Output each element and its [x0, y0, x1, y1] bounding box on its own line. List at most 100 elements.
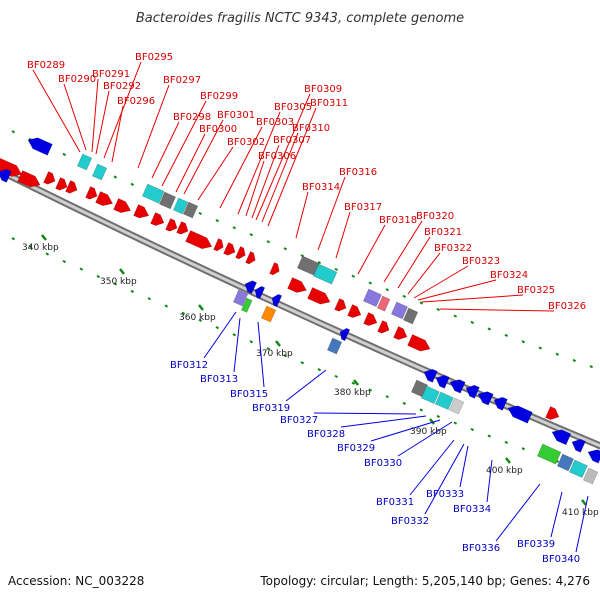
dot: [453, 421, 458, 425]
forward-gene-arrow: [245, 251, 256, 265]
reverse-gene-label: BF0313: [200, 374, 238, 385]
reverse-gene-label: BF0312: [170, 360, 208, 371]
reverse-rna-feature: [434, 391, 454, 411]
dot: [351, 274, 356, 278]
dot: [130, 182, 135, 186]
forward-gene-arrow: [235, 246, 246, 260]
dot: [232, 226, 237, 230]
leader-line: [424, 443, 465, 515]
dot: [28, 244, 33, 248]
leader-line: [295, 191, 309, 239]
dot: [334, 267, 339, 272]
tick-mark: [41, 234, 47, 241]
reverse-rna-feature: [448, 397, 465, 415]
tick-label: 340 kbp: [22, 243, 59, 253]
leader-line: [417, 279, 497, 301]
genome-summary-text: Topology: circular; Length: 5,205,140 bp…: [259, 574, 590, 588]
reverse-rna-feature: [582, 467, 599, 485]
leader-line: [439, 308, 555, 312]
dot: [334, 374, 339, 379]
leader-line: [251, 144, 280, 219]
forward-gene-arrow: [545, 406, 560, 420]
reverse-rna-feature: [556, 453, 575, 472]
dot: [266, 240, 271, 244]
forward-gene-label: BF0314: [302, 182, 340, 193]
reverse-gene-arrow: [423, 368, 438, 383]
reverse-gene-label: BF0339: [517, 539, 555, 550]
forward-rna-feature: [402, 307, 419, 325]
reverse-gene-label: BF0315: [230, 389, 268, 400]
forward-gene-arrow: [150, 212, 165, 226]
dot: [470, 427, 475, 432]
forward-gene-arrow: [393, 326, 408, 340]
leader-line: [257, 321, 265, 388]
leader-line: [183, 119, 224, 195]
forward-rna-feature: [312, 263, 338, 285]
reverse-gene-arrow: [254, 285, 266, 300]
forward-gene-arrow: [113, 198, 132, 214]
leader-line: [335, 211, 351, 259]
dot: [300, 254, 305, 258]
dot: [266, 347, 271, 351]
dot: [181, 311, 186, 315]
dot: [555, 352, 560, 356]
dot: [385, 288, 390, 292]
forward-gene-label: BF0317: [344, 202, 382, 213]
dot: [232, 333, 237, 337]
dot: [113, 175, 118, 179]
dot: [351, 381, 356, 385]
tick-mark: [429, 418, 435, 425]
tick-label: 380 kbp: [334, 388, 371, 398]
forward-gene-label: BF0309: [304, 84, 342, 95]
forward-gene-arrow: [363, 312, 378, 326]
dot: [317, 367, 322, 372]
reverse-gene-label: BF0334: [453, 504, 491, 515]
forward-gene-arrow: [307, 287, 331, 305]
forward-gene-arrow: [0, 157, 23, 177]
forward-gene-arrow: [176, 221, 189, 235]
forward-gene-arrow: [377, 320, 390, 334]
dot: [385, 395, 390, 399]
dot: [11, 237, 16, 241]
reverse-rna-feature: [536, 443, 562, 465]
forward-gene-arrow: [407, 334, 431, 352]
forward-rna-feature: [76, 153, 93, 171]
dot: [436, 307, 441, 312]
forward-gene-arrow: [185, 230, 213, 250]
leader-line: [261, 132, 299, 223]
forward-gene-label: BF0291: [92, 69, 130, 80]
leader-line: [407, 252, 441, 295]
forward-gene-label: BF0301: [217, 110, 255, 121]
forward-gene-arrow: [269, 262, 280, 276]
tick-mark: [119, 268, 125, 275]
reverse-gene-arrow: [571, 438, 586, 453]
tick-label: 360 kbp: [179, 313, 216, 323]
forward-rna-feature: [362, 288, 382, 308]
reverse-gene-label: BF0336: [462, 543, 500, 554]
dot: [521, 340, 526, 344]
reverse-rna-feature: [260, 305, 277, 323]
forward-rna-feature: [172, 197, 189, 215]
dot: [113, 282, 118, 286]
dot: [198, 211, 203, 216]
dot: [300, 361, 305, 365]
dot: [96, 274, 101, 279]
forward-gene-label: BF0300: [199, 124, 237, 135]
forward-gene-label: BF0292: [103, 81, 141, 92]
dot: [504, 440, 509, 444]
forward-gene-label: BF0299: [200, 91, 238, 102]
reverse-gene-arrow: [271, 293, 283, 308]
forward-gene-label: BF0311: [310, 98, 348, 109]
leader-line: [63, 83, 87, 151]
tick-mark: [353, 379, 359, 386]
forward-gene-arrow: [334, 298, 347, 312]
leader-line: [486, 459, 493, 503]
reverse-gene-label: BF0319: [252, 403, 290, 414]
dot: [164, 304, 169, 308]
dot: [249, 233, 254, 237]
reverse-gene-arrow: [0, 168, 12, 183]
forward-gene-label: BF0297: [163, 75, 201, 86]
forward-gene-label: BF0323: [462, 256, 500, 267]
tick-label: 370 kbp: [256, 349, 293, 359]
